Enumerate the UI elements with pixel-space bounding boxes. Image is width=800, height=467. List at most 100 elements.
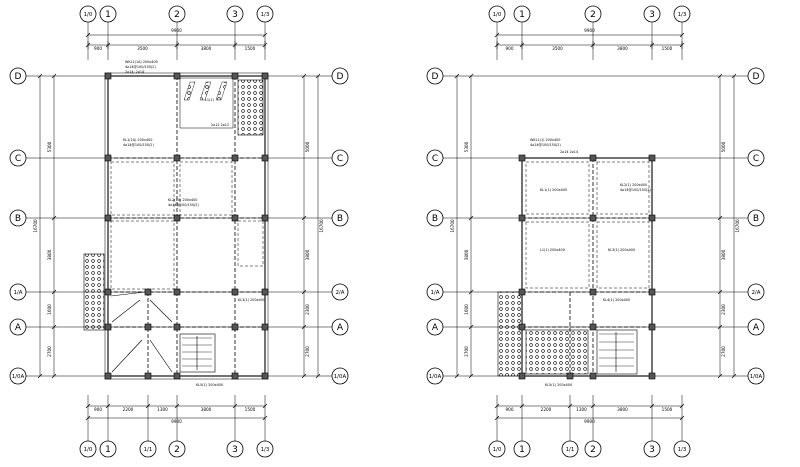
dimension-tick bbox=[174, 403, 180, 409]
beam-annotation: WKL1(1) 200x400 bbox=[530, 138, 560, 142]
axis-bubble-left-label: 1/0A bbox=[429, 374, 442, 380]
hatched-void bbox=[237, 79, 264, 136]
axis-bubble-top-label: 3 bbox=[649, 10, 655, 20]
beam-annotation: L1(1) bbox=[205, 98, 215, 102]
dimension-text: 900 bbox=[94, 407, 102, 412]
column bbox=[589, 288, 597, 296]
column bbox=[144, 323, 152, 331]
dimension-tick bbox=[567, 403, 573, 409]
axis-bubble-left-label: D bbox=[15, 72, 22, 82]
beam-annotation: KL4(1) 200x400 bbox=[603, 298, 630, 302]
beam-annotation: L1(1) 200x400 bbox=[540, 248, 565, 252]
axis-bubble-right-circle bbox=[747, 367, 765, 385]
dimension-text: 1500 bbox=[662, 46, 673, 51]
dimension-tick bbox=[85, 403, 91, 409]
slab-panel bbox=[596, 161, 650, 215]
dimension-text: 3800 bbox=[201, 46, 212, 51]
axis-bubble-left-label: C bbox=[15, 154, 21, 164]
column bbox=[231, 154, 239, 162]
axis-bubble-top-circle bbox=[226, 5, 244, 23]
dimension-text: 5000 bbox=[721, 141, 726, 152]
axis-bubble-top-circle bbox=[256, 5, 274, 23]
column bbox=[173, 214, 181, 222]
dimension-tick bbox=[649, 403, 655, 409]
dimension-tick bbox=[679, 403, 685, 409]
column bbox=[173, 288, 181, 296]
column bbox=[566, 372, 574, 380]
beam-annotation: KL3(1) 200x400 bbox=[608, 248, 635, 252]
dimension-text: 16700 bbox=[735, 219, 740, 233]
axis-bubble-bottom-circle bbox=[79, 440, 97, 458]
axis-bubble-left-label: B bbox=[432, 214, 438, 224]
axis-bubble-left-label: C bbox=[432, 154, 438, 164]
dimension-tick bbox=[731, 73, 737, 79]
column bbox=[589, 323, 597, 331]
axis-bubble-bottom-label: 2 bbox=[590, 445, 596, 455]
room-outline bbox=[179, 77, 234, 129]
outer-wall-line bbox=[104, 72, 269, 380]
beam-annotation: KL5(1) 200x400 bbox=[545, 383, 572, 387]
dimension-tick bbox=[232, 403, 238, 409]
axis-bubble-bottom-label: 1/0 bbox=[493, 447, 502, 453]
slab-panel bbox=[110, 161, 175, 216]
dimension-tick bbox=[590, 403, 596, 409]
column bbox=[261, 372, 269, 380]
axis-bubble-top-label: 1 bbox=[519, 10, 525, 20]
axis-bubble-top-label: 1/0 bbox=[84, 12, 93, 18]
dimension-tick bbox=[262, 32, 268, 38]
dimension-tick bbox=[85, 415, 91, 421]
beam-annotation: 4⌀14@100/150(2) bbox=[620, 188, 651, 192]
dimension-tick bbox=[468, 73, 474, 79]
axis-bubble-right-label: 2/A bbox=[751, 290, 760, 296]
slab-panel bbox=[596, 221, 650, 289]
column bbox=[173, 323, 181, 331]
dimension-text: 2700 bbox=[721, 346, 726, 357]
dimension-text: 2700 bbox=[47, 346, 52, 357]
axis-bubble-left-label: 1/A bbox=[13, 290, 22, 296]
axis-bubble-left-label: A bbox=[432, 323, 439, 333]
column bbox=[104, 372, 112, 380]
dimension-text: 2300 bbox=[721, 304, 726, 315]
axis-bubble-right-circle bbox=[747, 149, 765, 167]
hatched-void bbox=[497, 291, 523, 377]
axis-bubble-left-label: B bbox=[15, 214, 21, 224]
dimension-tick bbox=[454, 73, 460, 79]
dimension-tick bbox=[717, 373, 723, 379]
slab-panel bbox=[525, 221, 590, 289]
axis-bubble-top-label: 1/3 bbox=[678, 12, 687, 18]
beam-annotation: KL2(1) 200x400 bbox=[620, 183, 647, 187]
axis-bubble-left-label: D bbox=[432, 72, 439, 82]
axis-bubble-right-label: 1/0A bbox=[334, 374, 347, 380]
axis-bubble-bottom-label: 1/3 bbox=[261, 447, 270, 453]
stair bbox=[179, 333, 216, 373]
dimension-text: 5000 bbox=[305, 141, 310, 152]
dimension-tick bbox=[454, 373, 460, 379]
dimension-text: 1300 bbox=[576, 407, 587, 412]
axis-bubble-top-circle bbox=[488, 5, 506, 23]
column bbox=[173, 72, 181, 80]
axis-bubble-bottom-circle bbox=[643, 440, 661, 458]
axis-bubble-bottom-label: 1/1 bbox=[566, 447, 575, 453]
dimension-tick bbox=[51, 289, 57, 295]
axis-bubble-right-circle bbox=[331, 149, 349, 167]
axis-bubble-right-circle bbox=[747, 283, 765, 301]
column bbox=[261, 214, 269, 222]
dimension-text: 3800 bbox=[47, 249, 52, 260]
column bbox=[144, 372, 152, 380]
dimension-tick bbox=[468, 373, 474, 379]
axis-bubble-bottom-circle bbox=[168, 440, 186, 458]
axis-bubble-top-circle bbox=[99, 5, 117, 23]
axis-bubble-top-circle bbox=[513, 5, 531, 23]
column bbox=[104, 214, 112, 222]
axis-bubble-right-label: D bbox=[753, 72, 760, 82]
axis-bubble-top-circle bbox=[79, 5, 97, 23]
beam-annotation: 4⌀14@100/150(2) bbox=[125, 65, 156, 69]
axis-bubble-bottom-label: 1/0 bbox=[84, 447, 93, 453]
axis-bubble-top-circle bbox=[584, 5, 602, 23]
beam-annotation: KL1(1A) 200x400 bbox=[123, 138, 152, 142]
axis-bubble-right-circle bbox=[331, 209, 349, 227]
slab-panel bbox=[179, 161, 233, 216]
dimension-text: 2700 bbox=[464, 346, 469, 357]
